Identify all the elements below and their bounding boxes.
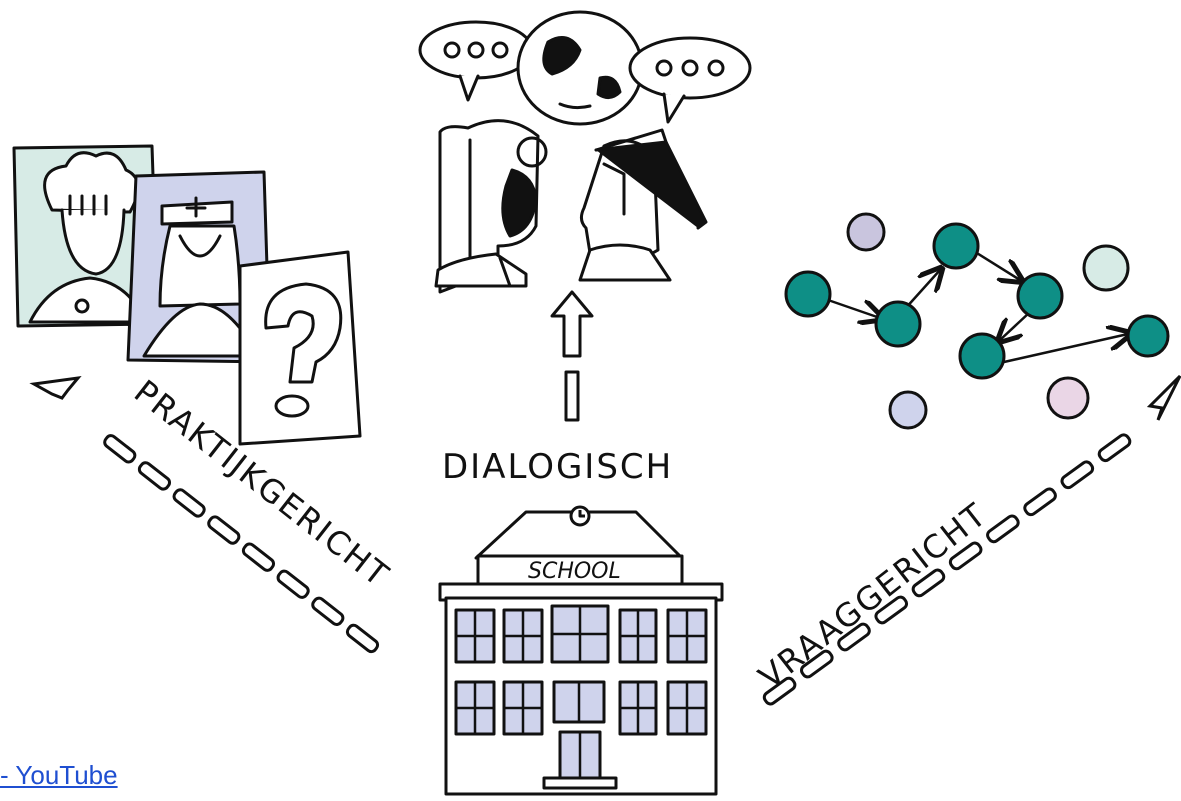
road-right: [762, 374, 1181, 706]
label-vraaggericht: VRAAGGERICHT: [752, 495, 995, 696]
speech-bubble-right: [628, 36, 752, 124]
youtube-link[interactable]: - YouTube: [0, 760, 118, 790]
up-arrow: [550, 290, 594, 422]
cap-man-figure: [578, 128, 708, 282]
speech-bubble-center: [516, 10, 644, 126]
dialogue-scene: [418, 10, 752, 422]
label-school: SCHOOL: [528, 559, 621, 584]
profession-cards: [12, 144, 362, 446]
bald-man-figure: [434, 119, 548, 294]
school-building: [438, 505, 724, 796]
card-question: [238, 250, 362, 446]
label-dialogisch: DIALOGISCH: [442, 447, 673, 487]
network-graph: [784, 212, 1170, 430]
speech-bubble-left: [418, 20, 534, 102]
card-chef: [12, 144, 160, 328]
card-nurse: [126, 170, 272, 364]
road-left: [29, 375, 380, 654]
